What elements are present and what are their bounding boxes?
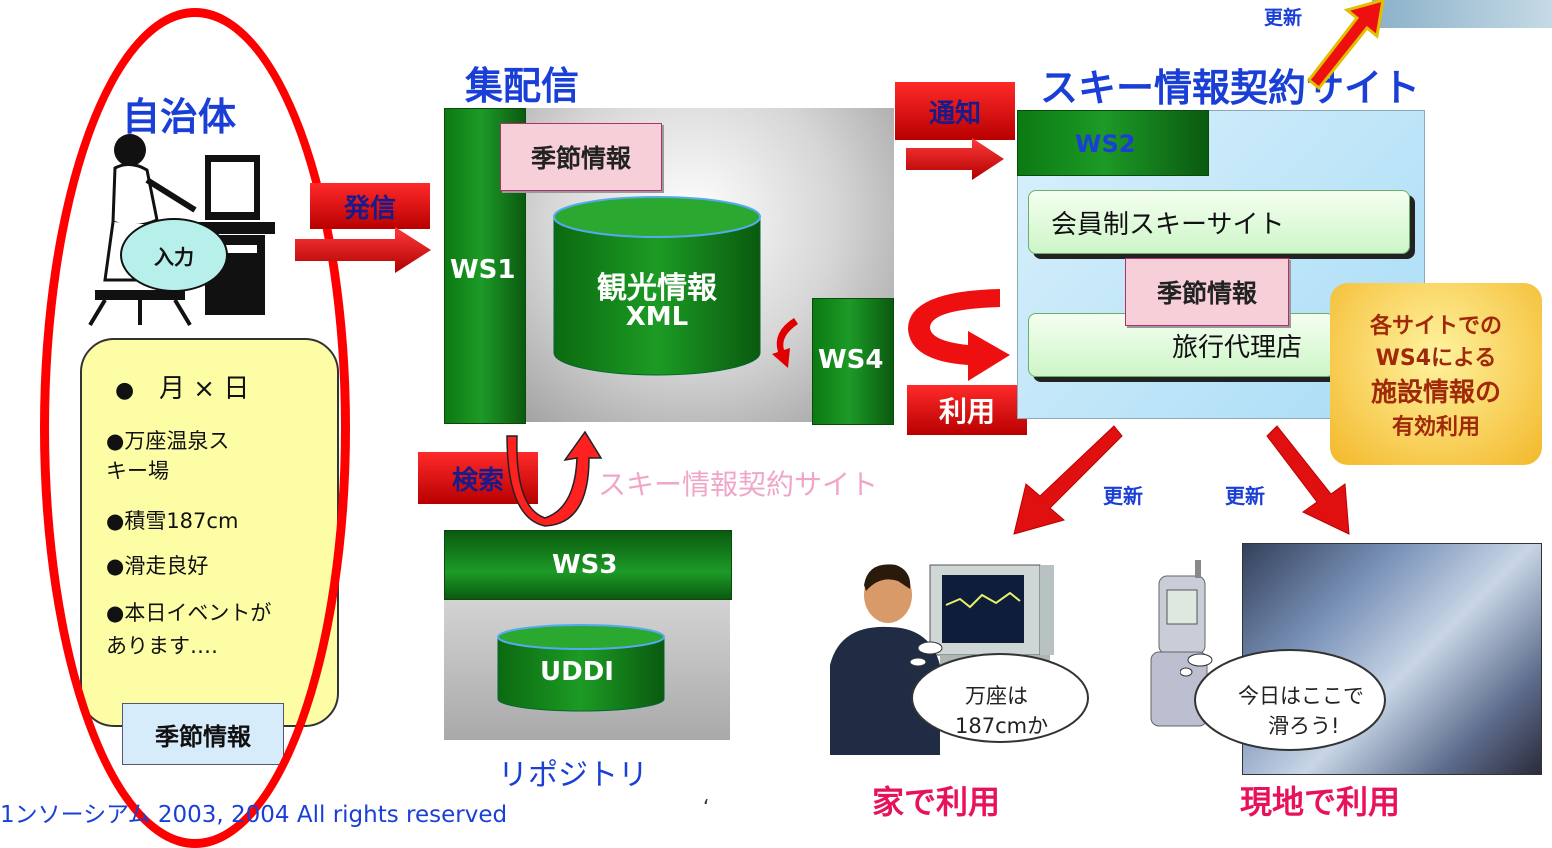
thought-bubble-onsite [1180, 649, 1386, 751]
uddi-label: UDDI [540, 657, 614, 687]
ws3-label: WS3 [552, 550, 618, 580]
use-curved-arrow [908, 289, 1010, 381]
registry-caption: リポジトリ [498, 758, 648, 793]
home-bubble-line2: 187cmか [955, 714, 1049, 738]
footer-mark: ‘ [703, 795, 710, 819]
man-at-monitor-illustration [830, 564, 1054, 755]
copyright-footer: 1ンソーシアム 2003, 2004 All rights reserved [0, 802, 508, 828]
ski-site-title: スキー情報契約サイト [1040, 66, 1421, 110]
ws4-label: WS4 [818, 345, 884, 375]
curved-arrow-small [772, 318, 798, 368]
update-label-left: 更新 [1103, 484, 1143, 508]
database-label-line2: XML [625, 302, 689, 332]
travel-agency-label: 旅行代理店 [1171, 332, 1302, 363]
top-right-photo [1372, 0, 1552, 28]
uddi-database [497, 624, 665, 712]
update-label-right: 更新 [1225, 484, 1265, 508]
thought-bubble-home [909, 641, 1089, 743]
search-site-label: スキー情報契約サイト [598, 468, 879, 501]
member-ski-site-box: 会員制スキーサイト [1028, 190, 1410, 254]
season-info-note-right: 季節情報 [1125, 258, 1289, 326]
search-loop-arrow [506, 430, 603, 527]
ws2-block [1017, 110, 1209, 176]
onsite-bubble-line1: 今日はここで [1238, 684, 1364, 708]
tourism-xml-database [553, 196, 761, 376]
mobile-phone-illustration [1150, 560, 1208, 727]
send-tag: 発信 [310, 183, 430, 229]
distribution-title: 集配信 [465, 64, 580, 108]
update-arrow-right [1266, 425, 1350, 535]
ws1-label: WS1 [450, 255, 516, 285]
ws3-block [444, 530, 732, 600]
home-use-caption: 家で利用 [872, 783, 1001, 821]
notify-tag: 通知 [895, 82, 1015, 140]
season-info-note-center: 季節情報 [500, 123, 662, 191]
onsite-use-caption: 現地で利用 [1240, 783, 1401, 821]
update-arrow-top [1306, 0, 1385, 90]
home-bubble-line1: 万座は [965, 684, 1028, 708]
onsite-bubble-line2: 滑ろう! [1268, 714, 1340, 738]
member-ski-site-label: 会員制スキーサイト [1051, 209, 1285, 240]
use-tag: 利用 [907, 385, 1027, 435]
notify-arrow [906, 138, 1004, 180]
municipality-highlight-ellipse [40, 8, 350, 848]
ws4-usage-callout: 各サイトでの WS4による 施設情報の 有効利用 [1330, 283, 1542, 465]
database-label-line1: 観光情報 [597, 271, 717, 306]
update-arrow-left [1013, 425, 1123, 535]
update-label-top: 更新 [1264, 7, 1303, 29]
send-arrow [295, 227, 431, 273]
ws4-block [812, 298, 894, 425]
ws2-label: WS2 [1075, 130, 1136, 158]
